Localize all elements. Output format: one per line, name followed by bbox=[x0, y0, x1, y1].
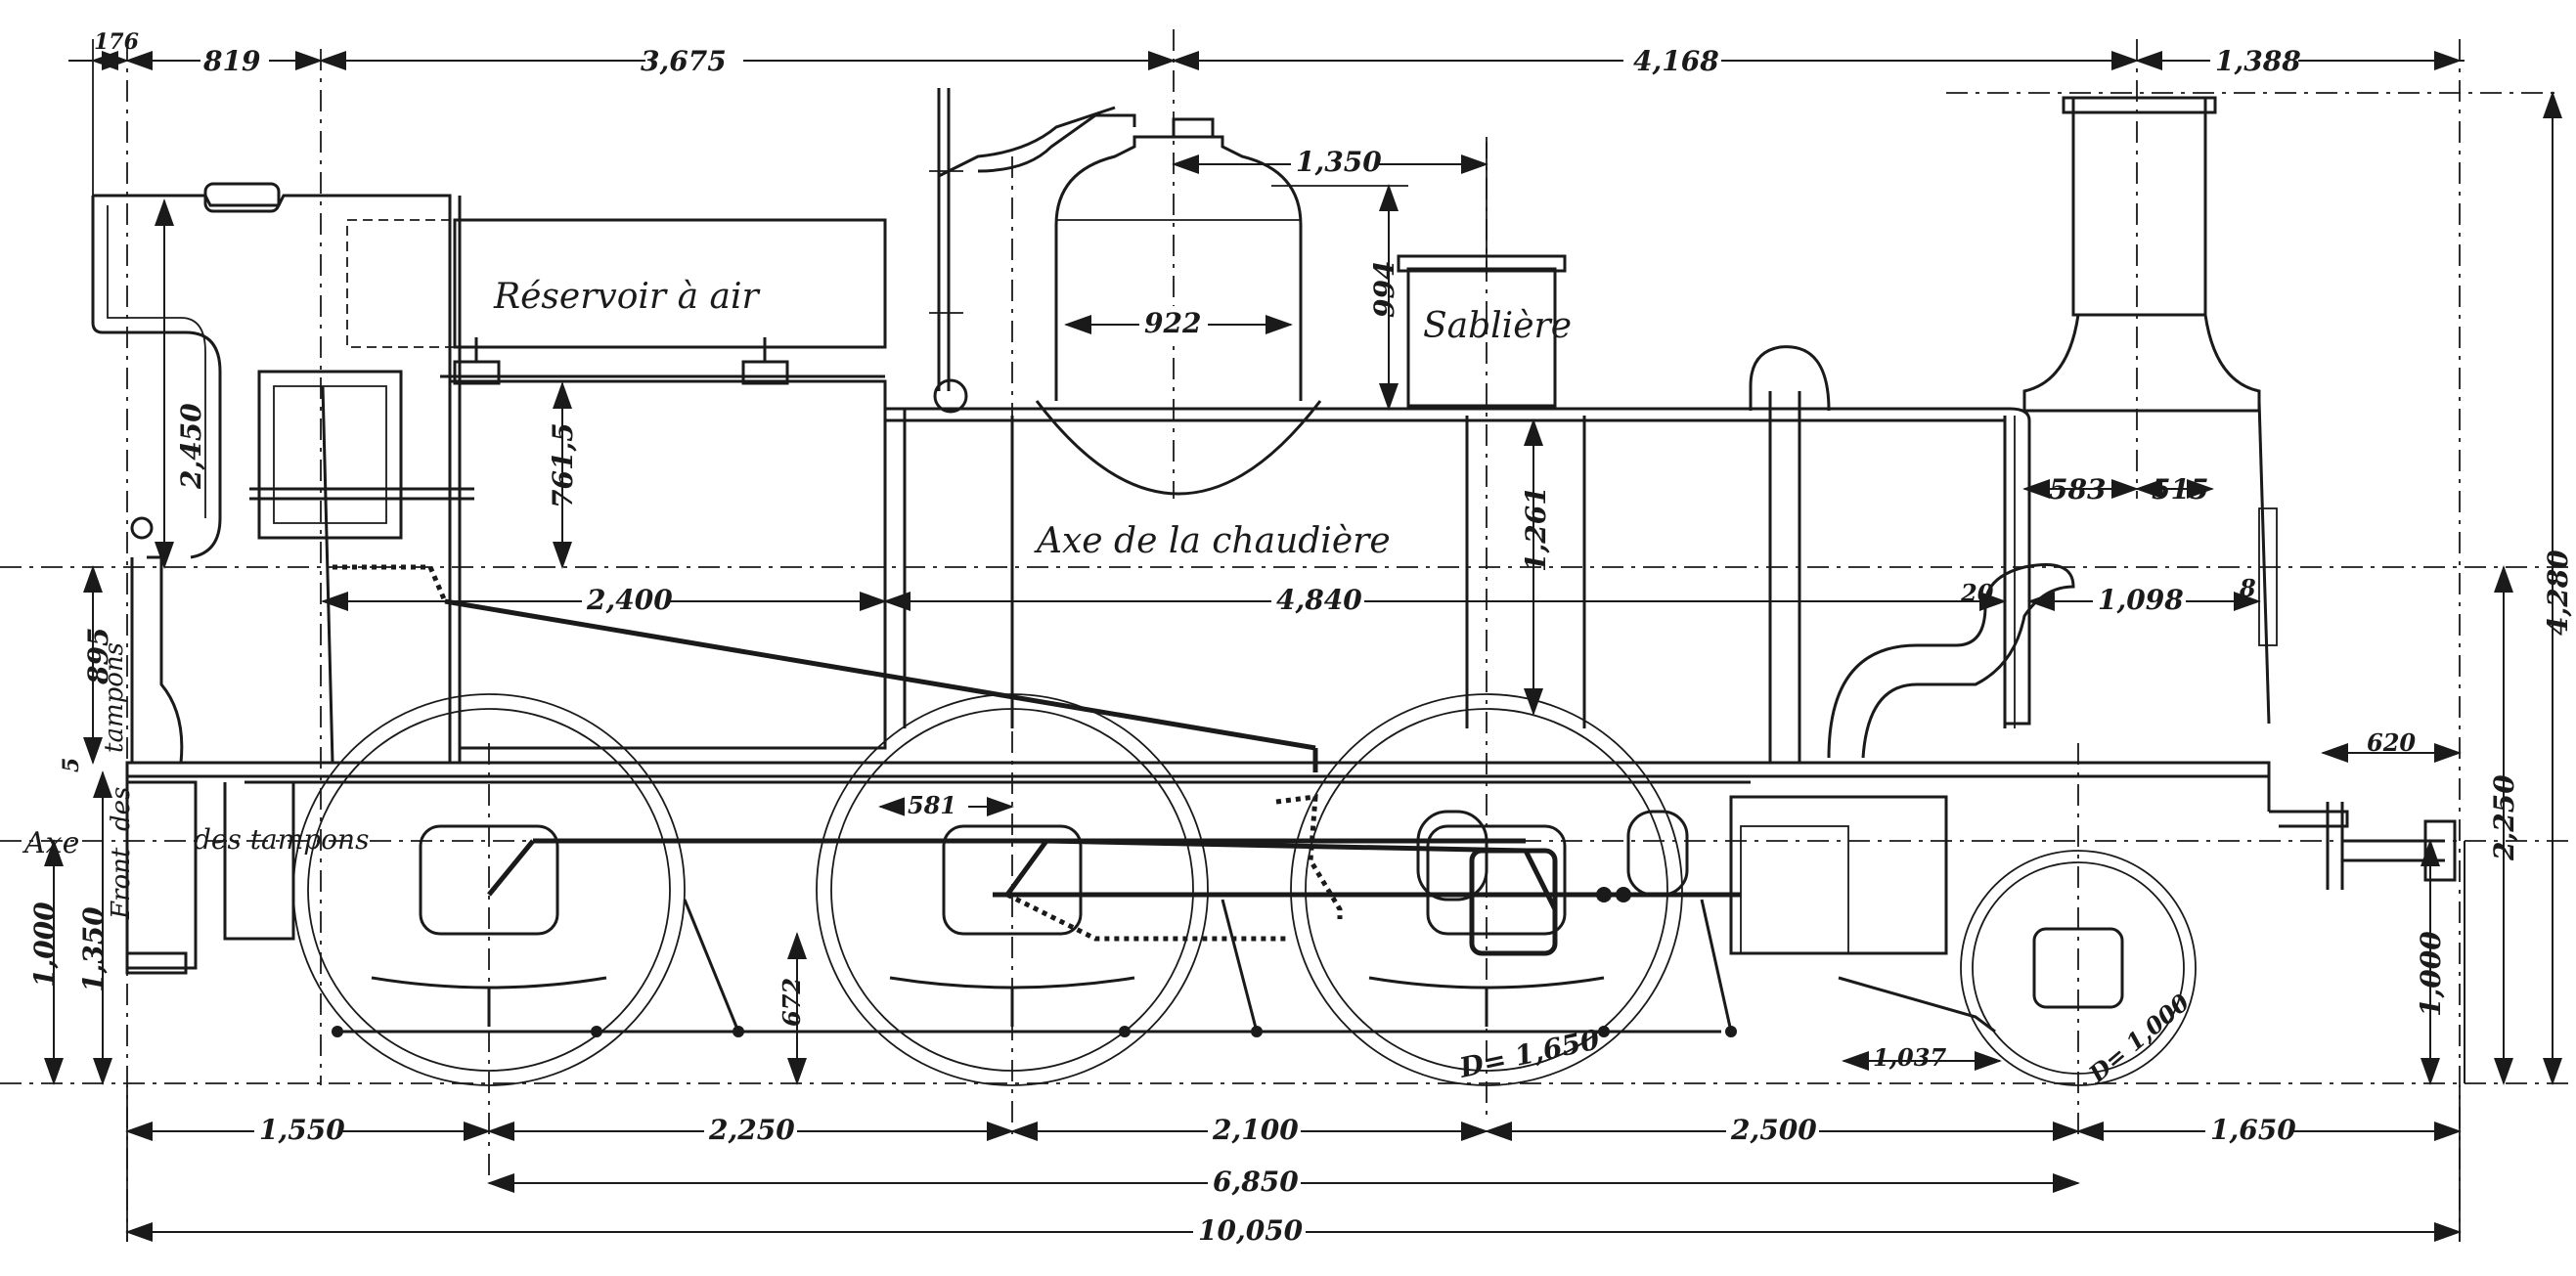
buffer-front-label-1: Front bbox=[107, 847, 136, 920]
dim-height-1261: 1,261 bbox=[1520, 486, 1552, 572]
dim-bottom-2100: 2,100 bbox=[1212, 1114, 1299, 1146]
smokebox-pipes bbox=[1827, 563, 2075, 759]
dim-top-4168: 4,168 bbox=[1633, 45, 1719, 77]
dim-height-7615: 761,5 bbox=[547, 422, 579, 508]
dim-top-1388: 1,388 bbox=[2215, 45, 2301, 77]
dim-height-895: 895 bbox=[82, 628, 114, 685]
buffer-front-label-2: des bbox=[107, 787, 136, 831]
buffer-axis-label-1: Axe bbox=[22, 826, 79, 860]
dim-581: 581 bbox=[908, 791, 956, 819]
dim-4840: 4,840 bbox=[1276, 584, 1362, 616]
dim-20: 20 bbox=[1960, 579, 1994, 607]
buffer-front-label-3: tampons bbox=[100, 642, 129, 753]
dim-top-3675: 3,675 bbox=[641, 45, 727, 77]
dim-2400: 2,400 bbox=[586, 584, 673, 616]
dim-height-1350-left: 1,350 bbox=[77, 906, 110, 992]
dim-height-2450: 2,450 bbox=[175, 403, 207, 490]
dim-height-1000-left: 1,000 bbox=[28, 902, 61, 988]
boiler bbox=[885, 400, 2278, 728]
dim-height-672: 672 bbox=[777, 978, 806, 1027]
boiler-axis-label: Axe de la chaudière bbox=[1034, 521, 1391, 561]
dim-height-2250-right: 2,250 bbox=[2488, 774, 2520, 861]
air-reservoir-box: Réservoir à air bbox=[346, 218, 887, 349]
chimney bbox=[1749, 96, 2261, 763]
dim-bottom-2250: 2,250 bbox=[708, 1114, 795, 1146]
buffer-axis-label-2: des tampons bbox=[194, 823, 369, 856]
dim-width-515: 515 bbox=[2152, 473, 2208, 506]
dim-620: 620 bbox=[2367, 728, 2416, 757]
dim-1098: 1,098 bbox=[2098, 584, 2184, 616]
dim-height-5: 5 bbox=[59, 758, 84, 772]
valve-gear bbox=[333, 564, 1741, 956]
dome-dimensions: 1,350 922 994 bbox=[1064, 142, 1488, 411]
top-dimensions: 176 819 3,675 4,168 1,388 bbox=[68, 29, 2465, 196]
dim-overall-10050: 10,050 bbox=[1198, 1214, 1304, 1247]
right-dimensions: 4,280 2,250 1,000 620 bbox=[2321, 91, 2574, 1085]
air-reservoir-label: Réservoir à air bbox=[493, 277, 760, 317]
frame bbox=[125, 761, 2457, 970]
dim-dome-1350: 1,350 bbox=[1296, 146, 1382, 178]
dim-1037: 1,037 bbox=[1873, 1043, 1946, 1072]
dim-8: 8 bbox=[2239, 574, 2256, 602]
dim-height-1000-right: 1,000 bbox=[2415, 931, 2447, 1017]
dim-bottom-2500: 2,500 bbox=[1730, 1114, 1817, 1146]
dim-bottom-1650: 1,650 bbox=[2210, 1114, 2296, 1146]
dim-wheelbase-6850: 6,850 bbox=[1213, 1166, 1299, 1198]
dim-width-583: 583 bbox=[2049, 473, 2106, 506]
wheels bbox=[292, 693, 2197, 1086]
dim-top-176: 176 bbox=[94, 29, 139, 55]
steam-dome bbox=[929, 88, 1322, 496]
bottom-dimensions: 1,550 2,250 2,100 2,500 1,650 6,850 10,0… bbox=[125, 1085, 2462, 1248]
wheel-diameter-1000: D= 1,000 bbox=[2082, 988, 2195, 1088]
sand-box-label: Sablière bbox=[1423, 306, 1572, 346]
center-lines bbox=[0, 29, 2576, 1242]
springs-and-brakes bbox=[332, 899, 1996, 1037]
dim-top-819: 819 bbox=[202, 45, 260, 77]
dim-bottom-1550: 1,550 bbox=[259, 1114, 345, 1146]
dim-height-4280: 4,280 bbox=[2542, 550, 2574, 636]
rear-buffer-gear bbox=[125, 516, 188, 975]
left-dimensions: 895 5 1,000 1,350 Axe des tampons Front … bbox=[22, 565, 369, 1085]
cab-and-tank bbox=[91, 182, 887, 764]
dim-dome-922: 922 bbox=[1144, 307, 1201, 339]
sand-box: Sablière bbox=[1397, 254, 1572, 408]
dim-dome-994: 994 bbox=[1368, 261, 1400, 318]
boiler-dimensions: 2,450 761,5 1,261 583 515 2,400 4,840 20… bbox=[155, 198, 2261, 716]
